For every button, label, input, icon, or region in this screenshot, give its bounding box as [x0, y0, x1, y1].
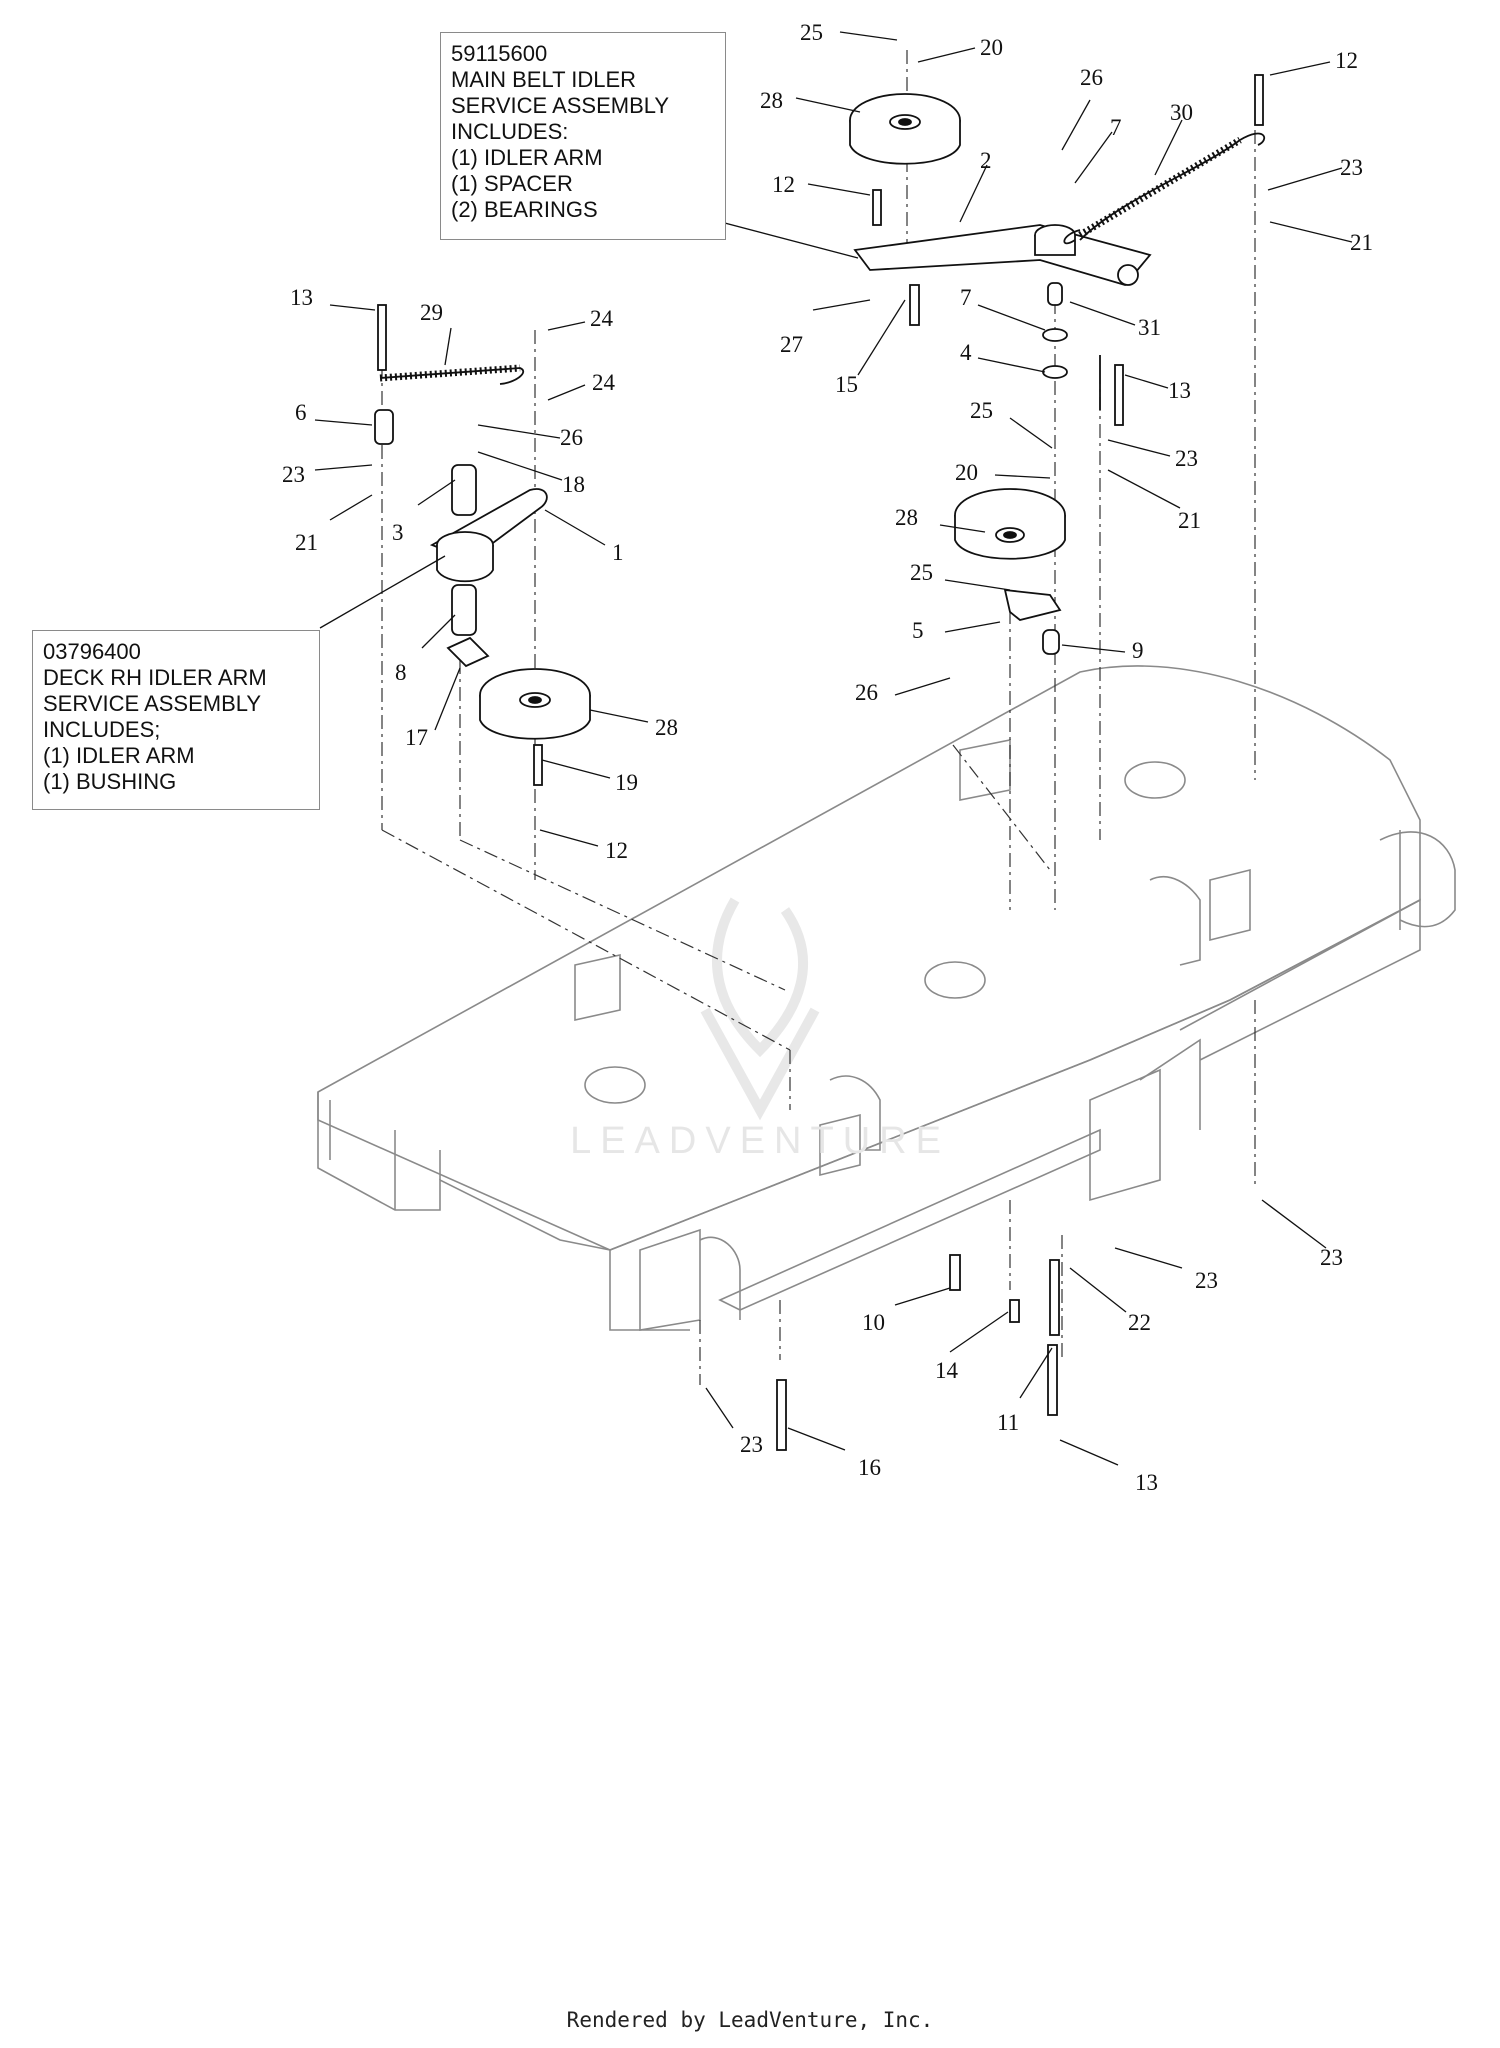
- callout-13: 13: [1135, 1470, 1158, 1495]
- callout-21: 21: [295, 530, 318, 555]
- callout-11: 11: [997, 1410, 1019, 1435]
- callout-24: 24: [592, 370, 616, 395]
- deck-rh-idler-assembly: [374, 74, 1264, 1451]
- box-line: (2) BEARINGS: [451, 197, 598, 222]
- footer-credit: Rendered by LeadVenture, Inc.: [566, 2008, 934, 2032]
- callout-27: 27: [780, 332, 803, 357]
- callout-6: 6: [295, 400, 307, 425]
- callout-12: 12: [1335, 48, 1358, 73]
- callout-28: 28: [760, 88, 783, 113]
- box-line: (1) IDLER ARM: [451, 145, 603, 170]
- callout-1: 1: [612, 540, 624, 565]
- callout-23: 23: [1195, 1268, 1218, 1293]
- callout-21: 21: [1178, 508, 1201, 533]
- callout-8: 8: [395, 660, 407, 685]
- callout-13: 13: [1168, 378, 1191, 403]
- callout-numbers: 25 20 28 12 2 26 7 30 12 23 21 31 7 4 13…: [282, 20, 1373, 1495]
- callout-23: 23: [1320, 1245, 1343, 1270]
- main-belt-idler-service-box: 59115600 MAIN BELT IDLER SERVICE ASSEMBL…: [440, 32, 726, 240]
- deck-rh-idler-service-box: 03796400 DECK RH IDLER ARM SERVICE ASSEM…: [32, 630, 320, 810]
- callout-16: 16: [858, 1455, 881, 1480]
- callout-7: 7: [960, 285, 972, 310]
- callout-19: 19: [615, 770, 638, 795]
- box-line: (1) BUSHING: [43, 769, 177, 794]
- box-line: 03796400: [43, 639, 141, 664]
- box-line: (1) SPACER: [451, 171, 573, 196]
- callout-9: 9: [1132, 638, 1144, 663]
- callout-21: 21: [1350, 230, 1373, 255]
- box-line: 59115600: [451, 41, 548, 66]
- leader-lines: [314, 31, 1353, 1466]
- box-line: (1) IDLER ARM: [43, 743, 195, 768]
- box-line: SERVICE ASSEMBLY: [451, 93, 670, 118]
- callout-12: 12: [772, 172, 795, 197]
- callout-10: 10: [862, 1310, 885, 1335]
- callout-14: 14: [935, 1358, 959, 1383]
- callout-25: 25: [970, 398, 993, 423]
- mower-deck: [317, 665, 1456, 1331]
- callout-18: 18: [562, 472, 585, 497]
- main-idler-assembly: [849, 93, 1266, 655]
- box-line: INCLUDES;: [43, 717, 161, 742]
- callout-2: 2: [980, 148, 992, 173]
- watermark-logo: [700, 897, 820, 1121]
- callout-26: 26: [855, 680, 878, 705]
- box-line: INCLUDES:: [451, 119, 569, 144]
- callout-29: 29: [420, 300, 443, 325]
- box-line: SERVICE ASSEMBLY: [43, 691, 262, 716]
- callout-28: 28: [895, 505, 918, 530]
- callout-7: 7: [1110, 115, 1122, 140]
- callout-17: 17: [405, 725, 428, 750]
- callout-25: 25: [800, 20, 823, 45]
- callout-5: 5: [912, 618, 924, 643]
- callout-23: 23: [740, 1432, 763, 1457]
- callout-20: 20: [980, 35, 1003, 60]
- callout-4: 4: [960, 340, 972, 365]
- callout-28: 28: [655, 715, 678, 740]
- callout-23: 23: [1340, 155, 1363, 180]
- callout-24: 24: [590, 306, 614, 331]
- callout-12: 12: [605, 838, 628, 863]
- box-line: MAIN BELT IDLER: [451, 67, 637, 92]
- callout-15: 15: [835, 372, 858, 397]
- callout-26: 26: [560, 425, 583, 450]
- callout-22: 22: [1128, 1310, 1151, 1335]
- box-line: DECK RH IDLER ARM: [43, 665, 267, 690]
- callout-3: 3: [392, 520, 404, 545]
- assembly-lines: [381, 50, 1256, 1385]
- callout-13: 13: [290, 285, 313, 310]
- callout-20: 20: [955, 460, 978, 485]
- callout-23: 23: [1175, 446, 1198, 471]
- watermark-text: LEADVENTURE: [570, 1120, 950, 1162]
- callout-23: 23: [282, 462, 305, 487]
- callout-30: 30: [1170, 100, 1193, 125]
- callout-25: 25: [910, 560, 933, 585]
- callout-31: 31: [1138, 315, 1161, 340]
- callout-26: 26: [1080, 65, 1103, 90]
